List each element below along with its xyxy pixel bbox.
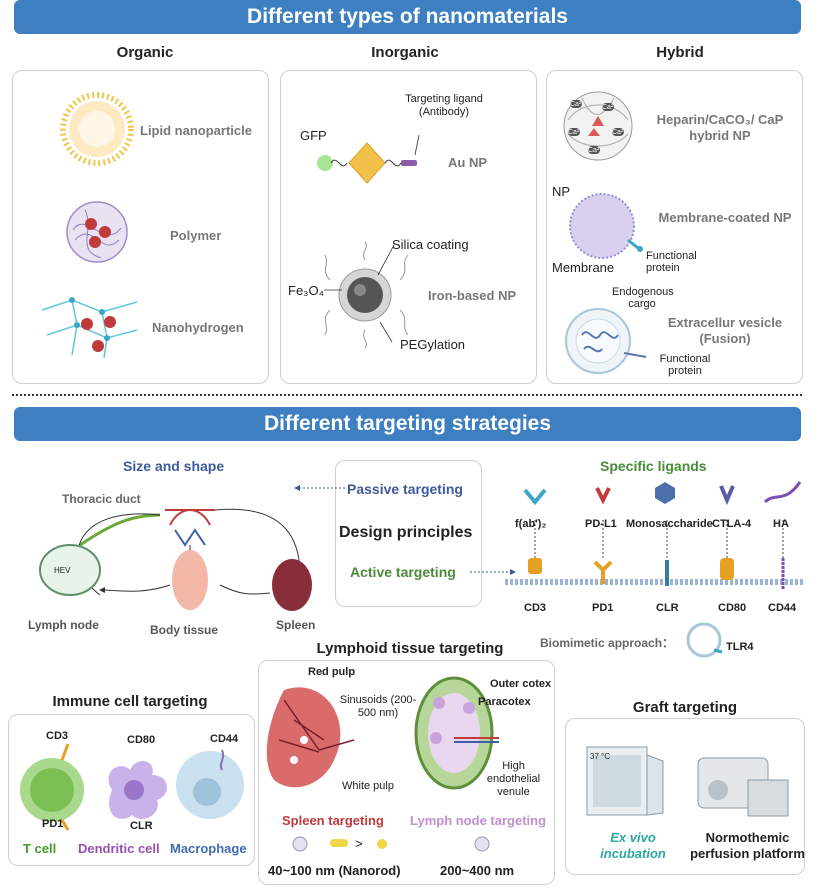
- heparin-label: Heparin/CaCO₃/ CaP hybrid NP: [656, 112, 784, 143]
- ca-ion-3: Ca²⁺: [568, 128, 583, 136]
- marker-cd44: CD44: [210, 733, 239, 745]
- inorganic-panel: [280, 70, 537, 384]
- biomimetic-label: Biomimetic approach：: [540, 636, 675, 650]
- ca-ion-5: Ca²⁺: [588, 146, 603, 154]
- endogenous-cargo-label: Endogenous cargo: [612, 286, 674, 310]
- ligand-monosaccharide: Monosaccharide: [626, 518, 713, 530]
- perfusion-label: Normothemic perfusion platform: [690, 830, 805, 861]
- nanohydrogel-label: Nanohydrogen: [152, 320, 244, 335]
- circulation-diagram: [39, 508, 312, 611]
- hybrid-header: Hybrid: [656, 44, 704, 61]
- thoracic-duct-label: Thoracic duct: [62, 492, 141, 506]
- fe3o4-label: Fe₃O₄: [288, 283, 324, 298]
- membrane-np-icon: [569, 193, 643, 259]
- ca-ion-1: Ca²⁺: [570, 100, 585, 108]
- sinusoids-label: Sinusoids (200-500 nm): [339, 694, 417, 719]
- section-divider: [12, 394, 802, 396]
- red-pulp-label: Red pulp: [308, 666, 356, 678]
- tcell-label: T cell: [23, 841, 57, 856]
- body-tissue-label: Body tissue: [150, 623, 219, 637]
- heparin-np-icon: [563, 91, 633, 161]
- spleen-targeting-label: Spleen targeting: [282, 813, 384, 828]
- receptor-cd80: CD80: [718, 602, 747, 614]
- design-principles-label: Design principles: [339, 524, 473, 541]
- hev-label: HEV: [54, 566, 71, 575]
- immune-cells-icon: [20, 743, 244, 831]
- design-arrows: [294, 485, 516, 575]
- lymphoid-header: Lymphoid tissue targeting: [316, 640, 504, 657]
- hev-venule-label: High endothelial venule: [486, 760, 541, 798]
- receptor-cd3: CD3: [524, 602, 547, 614]
- dendritic-label: Dendritic cell: [78, 841, 160, 856]
- functional-protein-label-2: Functional protein: [659, 353, 711, 377]
- spleen-size-label: 40~100 nm (Nanorod): [268, 863, 401, 878]
- functional-protein-label-1: Functional protein: [646, 250, 697, 274]
- outer-cortex-label: Outer cotex: [490, 678, 552, 690]
- size-comparison-icons: [292, 836, 490, 852]
- incubator-icon: [586, 746, 664, 816]
- silica-label: Silica coating: [392, 237, 469, 252]
- membrane-coated-label: Membrane-coated NP: [658, 210, 792, 225]
- vesicle-icon: [565, 308, 647, 374]
- receptor-clr: CLR: [656, 602, 679, 614]
- targeting-banner: Different targeting strategies: [14, 407, 801, 441]
- lymph-node-targeting-label: Lymph node targeting: [410, 813, 547, 828]
- ligand-ha: HA: [773, 518, 789, 530]
- white-pulp-label: White pulp: [342, 780, 394, 792]
- ligand-pdl1: PD-L1: [585, 518, 617, 530]
- vesicle-label: Extracellur vesicle (Fusion): [667, 315, 783, 346]
- marker-cd80: CD80: [127, 734, 156, 746]
- temperature-label: 37 °C: [590, 752, 611, 761]
- spleen-label: Spleen: [276, 618, 316, 632]
- ca-ion-4: Ca²⁺: [612, 128, 627, 136]
- marker-pd1: PD1: [42, 818, 64, 830]
- lipid-nanoparticle-icon: [60, 92, 134, 166]
- macrophage-label: Macrophage: [170, 841, 247, 856]
- ex-vivo-label: Ex vivo incubation: [600, 830, 666, 861]
- passive-label[interactable]: Passive targeting: [347, 481, 463, 497]
- organic-header: Organic: [116, 44, 174, 61]
- design-box: [335, 460, 482, 607]
- biomimetic-icon: [686, 622, 723, 658]
- receptor-cd44: CD44: [768, 602, 797, 614]
- active-label[interactable]: Active targeting: [350, 564, 456, 580]
- specific-ligands-header: Specific ligands: [600, 458, 707, 474]
- perfusion-platform-icon: [697, 757, 789, 817]
- nanomaterials-banner: Different types of nanomaterials: [14, 0, 801, 34]
- tlr4-label: TLR4: [726, 641, 754, 653]
- lipid-label: Lipid nanoparticle: [140, 123, 252, 138]
- lymph-node-label: Lymph node: [28, 618, 99, 632]
- membrane-label: Membrane: [552, 260, 615, 275]
- pegylation-label: PEGylation: [400, 337, 466, 352]
- node-size-label: 200~400 nm: [440, 863, 515, 878]
- receptor-pd1: PD1: [592, 602, 614, 614]
- au-np-icon: [317, 134, 420, 184]
- au-np-label: Au NP: [448, 155, 487, 170]
- np-label: NP: [552, 184, 571, 199]
- iron-np-label-text: Iron-based NP: [428, 288, 517, 303]
- marker-cd3: CD3: [46, 730, 69, 742]
- polymer-icon: [66, 201, 128, 263]
- gfp-label: GFP: [300, 128, 327, 143]
- ligand-ctla4: CTLA-4: [712, 518, 752, 530]
- size-shape-header: Size and shape: [123, 458, 225, 474]
- immune-header: Immune cell targeting: [52, 693, 208, 710]
- ligand-membrane: [505, 481, 805, 590]
- greater-than: >: [355, 836, 363, 851]
- paracortex-label: Paracotex: [478, 696, 531, 708]
- iron-np-icon: [324, 241, 409, 349]
- ca-ion-2: Ca²⁺: [602, 103, 617, 111]
- iron-np-label: Iron-based NP: [428, 288, 516, 304]
- lymph-node-section-icon: [414, 676, 499, 790]
- graft-header: Graft targeting: [632, 699, 738, 716]
- ligand-fab: f(ab')₂: [515, 518, 547, 530]
- inorganic-header: Inorganic: [371, 44, 439, 61]
- ligand-label: Targeting ligand (Antibody): [405, 93, 483, 118]
- nanohydrogel-icon: [41, 297, 138, 359]
- spleen-section-icon: [266, 687, 355, 788]
- marker-clr: CLR: [130, 820, 153, 832]
- polymer-label: Polymer: [170, 228, 222, 243]
